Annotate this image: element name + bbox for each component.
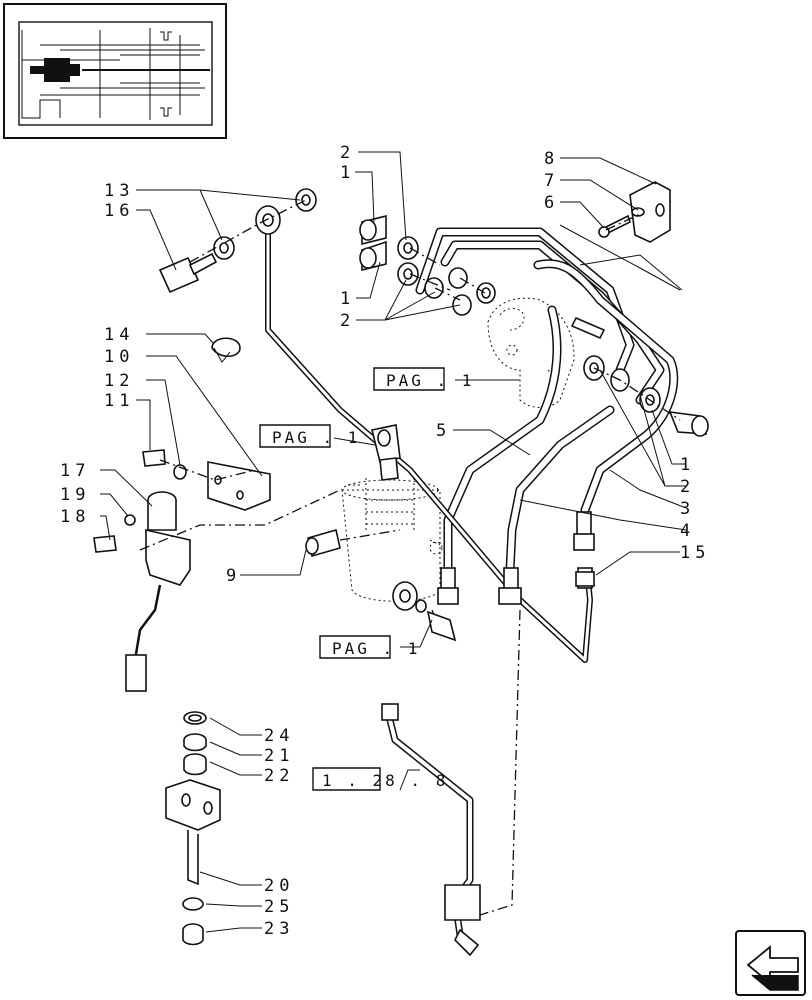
part-label-20: 20	[264, 876, 294, 896]
part-label-6: 6	[544, 193, 559, 213]
part-label-18: 18	[60, 507, 90, 527]
page-back-arrow-icon[interactable]	[735, 930, 806, 996]
valve-stem	[371, 424, 401, 481]
lower-left-parts	[165, 711, 221, 946]
part-label-17: 17	[60, 461, 90, 481]
part-label-2: 2	[340, 311, 355, 331]
part-label-11: 11	[104, 391, 134, 411]
part-label-19: 19	[60, 485, 90, 505]
ref-pag-1-center[interactable]: PAG . 1	[259, 424, 360, 448]
hose-clip-14	[211, 337, 241, 363]
part-label-8: 8	[544, 149, 559, 169]
part-labels: 2 1 1 2 8 7 6 13 16 14 10 12 11 17 19 18…	[60, 143, 710, 939]
part-label-1: 1	[340, 289, 355, 309]
cylinder-housing	[341, 478, 443, 602]
pipe-bundle	[415, 227, 679, 575]
transmission-thumbnail-icon	[3, 3, 227, 139]
part-label-9: 9	[226, 566, 241, 586]
part-label-24: 24	[264, 726, 294, 746]
ref-pag-text: PAG . 1	[272, 428, 360, 447]
leader-lines	[100, 151, 687, 933]
pag-fitting	[392, 581, 457, 642]
part-label-23: 23	[264, 919, 294, 939]
part-label-12: 12	[104, 371, 134, 391]
bolt-9	[305, 528, 341, 558]
part-label-7: 7	[544, 171, 559, 191]
part-label-3: 3	[680, 499, 695, 519]
ref-section-text: 1 . 28 . 8	[322, 771, 448, 790]
part-label-25: 25	[264, 897, 294, 917]
ref-pag-text: PAG . 1	[332, 639, 420, 658]
part-label-1: 1	[680, 455, 695, 475]
part-label-13: 13	[104, 181, 134, 201]
ref-pag-1-right[interactable]: PAG . 1	[373, 367, 474, 391]
part-label-16: 16	[104, 201, 134, 221]
pipe-clamp	[598, 181, 671, 243]
ref-pag-1-lower[interactable]: PAG . 1	[319, 635, 420, 659]
ref-section-1-28-8[interactable]: 1 . 28 . 8	[312, 767, 448, 791]
part-label-22: 22	[264, 766, 294, 786]
assembly-lines	[139, 199, 681, 916]
bolt-16	[158, 188, 317, 294]
part-label-2: 2	[340, 143, 355, 163]
part-label-14: 14	[104, 325, 134, 345]
part-label-15: 15	[680, 543, 710, 563]
lower-pipe	[381, 703, 481, 957]
ref-pag-text: PAG . 1	[386, 371, 474, 390]
thin-pipe	[265, 227, 593, 663]
part-label-4: 4	[680, 521, 695, 541]
part-label-5: 5	[436, 421, 451, 441]
part-label-2: 2	[680, 477, 695, 497]
pipe-fittings	[437, 511, 595, 605]
solenoid-17	[93, 491, 191, 692]
part-label-21: 21	[264, 746, 294, 766]
part-label-1: 1	[340, 163, 355, 183]
part-label-10: 10	[104, 347, 134, 367]
